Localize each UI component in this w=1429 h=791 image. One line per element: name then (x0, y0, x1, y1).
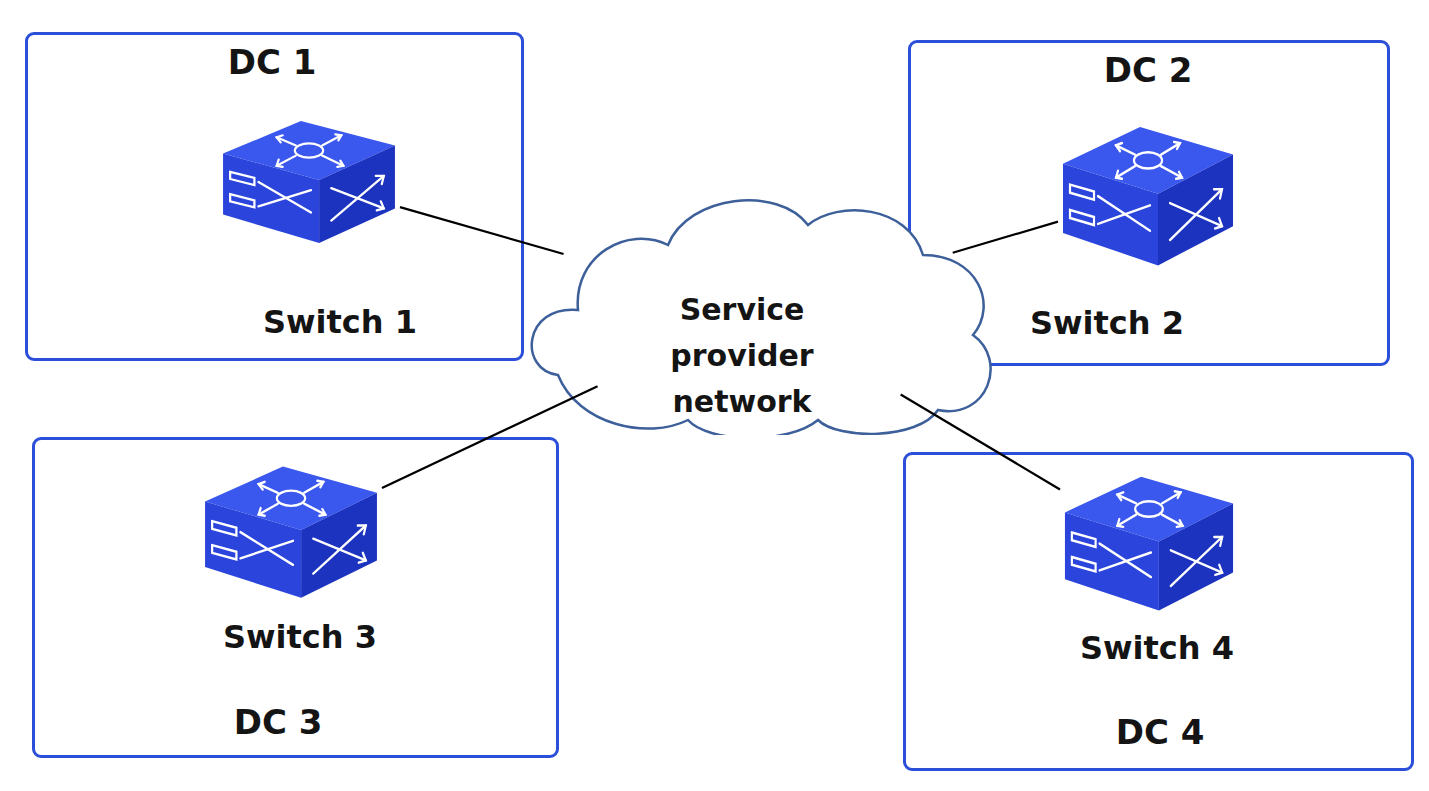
switch-node: Switch 4 (1060, 470, 1238, 615)
switch-label: Switch 2 (957, 301, 1257, 345)
data-center-label: DC 4 (1010, 710, 1310, 754)
switch-icon (218, 115, 400, 247)
cloud-label: Service provider network (632, 287, 852, 425)
data-center-label: DC 1 (122, 40, 422, 84)
switch-label: Switch 4 (1007, 626, 1307, 670)
network-link (953, 222, 1058, 253)
data-center-box: DC 3 Switch 3 (32, 437, 559, 758)
switch-node: Switch 1 (218, 115, 400, 247)
switch-label: Switch 1 (190, 300, 490, 344)
switch-icon (200, 460, 382, 602)
switch-icon (1060, 470, 1238, 615)
data-center-box: DC 4 Switch 4 (903, 452, 1414, 771)
network-link (400, 207, 564, 254)
data-center-label: DC 2 (998, 48, 1298, 92)
network-link (901, 394, 1060, 489)
switch-icon (1058, 120, 1238, 270)
switch-node: Switch 3 (200, 460, 382, 602)
data-center-label: DC 3 (128, 700, 428, 744)
network-cloud: Service provider network (518, 185, 1000, 435)
switch-label: Switch 3 (150, 615, 450, 659)
switch-node: Switch 2 (1058, 120, 1238, 270)
network-link (382, 386, 598, 488)
data-center-box: DC 1 Switch 1 (25, 32, 524, 361)
